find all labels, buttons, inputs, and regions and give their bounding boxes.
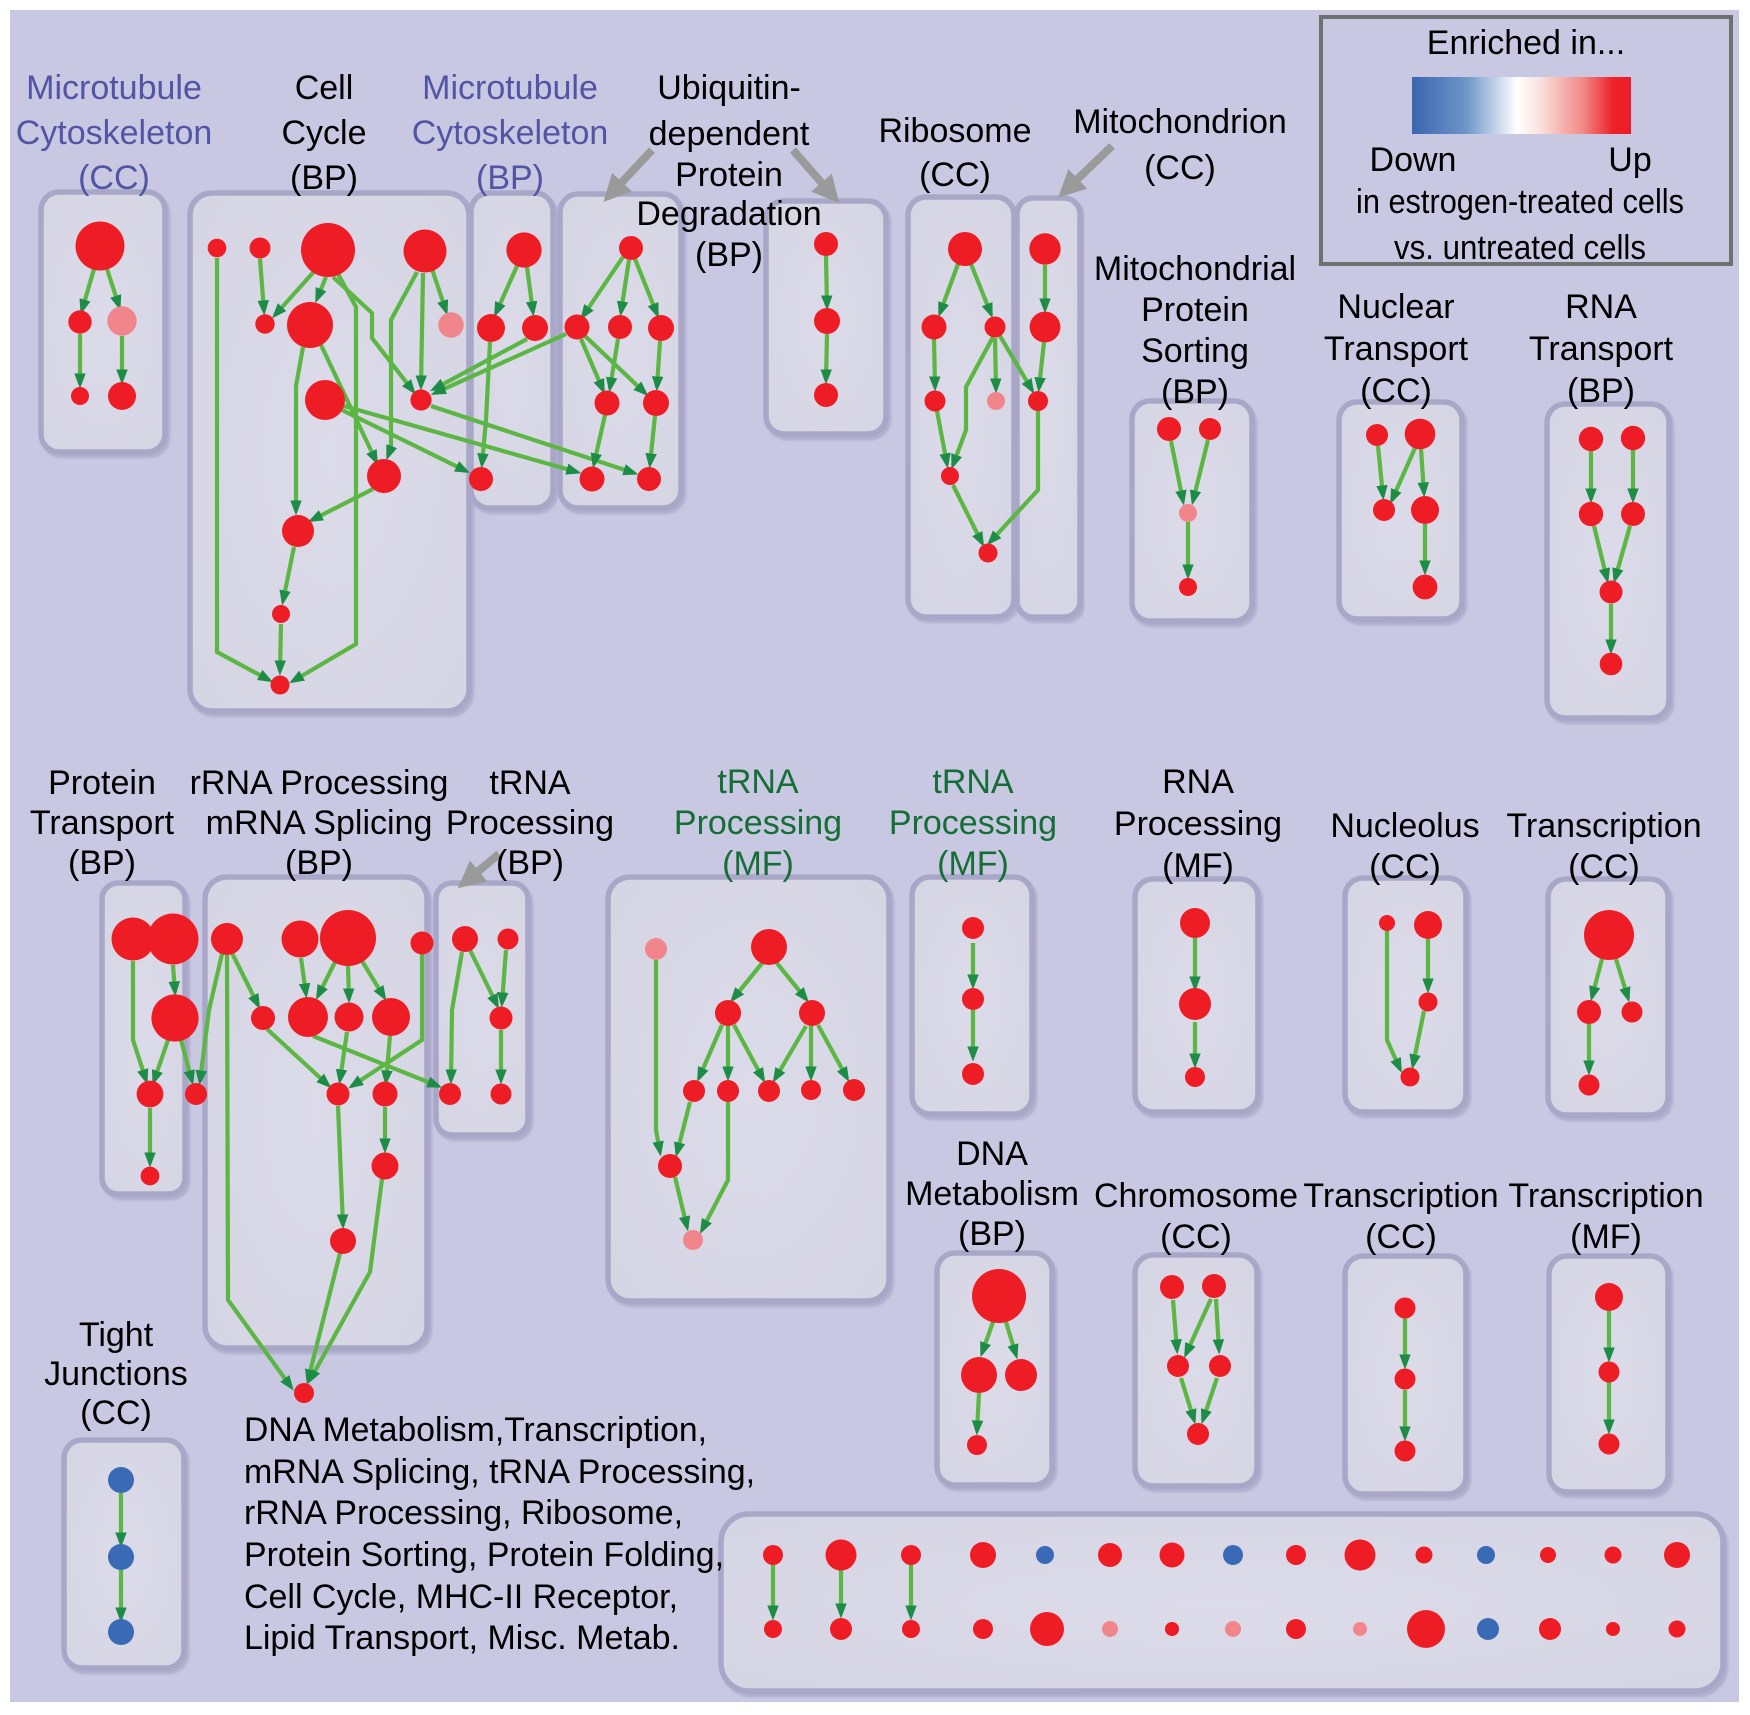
svg-text:RNA: RNA <box>1162 763 1234 801</box>
svg-text:Transcription: Transcription <box>1508 1177 1703 1215</box>
svg-text:vs. untreated cells: vs. untreated cells <box>1394 229 1646 267</box>
svg-text:Microtubule: Microtubule <box>26 69 202 107</box>
svg-text:Protein: Protein <box>48 764 156 802</box>
svg-text:Cell: Cell <box>295 69 354 107</box>
svg-text:Transport: Transport <box>30 804 175 842</box>
svg-text:Nuclear: Nuclear <box>1337 288 1454 326</box>
svg-text:Protein Sorting, Protein Foldi: Protein Sorting, Protein Folding, <box>244 1536 724 1574</box>
svg-text:dependent: dependent <box>649 115 810 153</box>
svg-text:in estrogen-treated cells: in estrogen-treated cells <box>1356 183 1684 221</box>
svg-text:(CC): (CC) <box>1360 372 1432 410</box>
svg-text:Ribosome: Ribosome <box>878 112 1031 150</box>
svg-text:Transcription: Transcription <box>1303 1177 1498 1215</box>
svg-text:Chromosome: Chromosome <box>1094 1177 1298 1215</box>
svg-text:Cytoskeleton: Cytoskeleton <box>16 114 213 152</box>
svg-text:Enriched in...: Enriched in... <box>1427 24 1625 62</box>
svg-text:DNA: DNA <box>956 1135 1028 1173</box>
svg-text:rRNA Processing, Ribosome,: rRNA Processing, Ribosome, <box>244 1494 683 1532</box>
svg-text:tRNA: tRNA <box>932 763 1014 801</box>
svg-text:Tight: Tight <box>79 1316 154 1354</box>
svg-text:(BP): (BP) <box>695 236 763 274</box>
svg-text:(CC): (CC) <box>1160 1218 1232 1256</box>
svg-text:Degradation: Degradation <box>636 195 821 233</box>
svg-text:Sorting: Sorting <box>1141 332 1249 370</box>
svg-text:(BP): (BP) <box>285 844 353 882</box>
svg-text:(MF): (MF) <box>1570 1218 1642 1256</box>
svg-text:Processing: Processing <box>889 804 1057 842</box>
svg-text:(BP): (BP) <box>1567 372 1635 410</box>
svg-text:(MF): (MF) <box>722 845 794 883</box>
svg-text:Microtubule: Microtubule <box>422 69 598 107</box>
svg-text:Mitochondrion: Mitochondrion <box>1073 103 1287 141</box>
svg-text:Cycle: Cycle <box>281 114 366 152</box>
svg-text:(BP): (BP) <box>476 159 544 197</box>
svg-text:tRNA: tRNA <box>489 764 571 802</box>
svg-text:mRNA Splicing: mRNA Splicing <box>206 804 433 842</box>
svg-text:(CC): (CC) <box>1369 848 1441 886</box>
svg-text:Cell Cycle, MHC-II Receptor,: Cell Cycle, MHC-II Receptor, <box>244 1578 678 1616</box>
svg-text:(BP): (BP) <box>496 844 564 882</box>
svg-text:Protein: Protein <box>1141 291 1249 329</box>
svg-text:Processing: Processing <box>446 804 614 842</box>
svg-text:Down: Down <box>1370 141 1457 179</box>
svg-text:Lipid Transport, Misc. Metab.: Lipid Transport, Misc. Metab. <box>244 1619 680 1657</box>
svg-text:Cytoskeleton: Cytoskeleton <box>412 114 609 152</box>
svg-text:(CC): (CC) <box>1144 149 1216 187</box>
svg-text:(CC): (CC) <box>1568 848 1640 886</box>
svg-text:(BP): (BP) <box>290 159 358 197</box>
svg-text:Junctions: Junctions <box>44 1355 188 1393</box>
svg-text:Metabolism: Metabolism <box>905 1175 1079 1213</box>
svg-text:Transcription: Transcription <box>1506 807 1701 845</box>
svg-text:rRNA Processing: rRNA Processing <box>190 764 449 802</box>
svg-text:(BP): (BP) <box>1161 373 1229 411</box>
svg-text:Processing: Processing <box>1114 805 1282 843</box>
svg-text:Transport: Transport <box>1529 330 1674 368</box>
svg-text:(MF): (MF) <box>937 845 1009 883</box>
svg-text:(CC): (CC) <box>1365 1218 1437 1256</box>
svg-text:(CC): (CC) <box>919 156 991 194</box>
svg-text:mRNA Splicing, tRNA Processing: mRNA Splicing, tRNA Processing, <box>244 1453 755 1491</box>
svg-text:(BP): (BP) <box>68 844 136 882</box>
svg-text:tRNA: tRNA <box>717 763 799 801</box>
svg-text:RNA: RNA <box>1565 288 1637 326</box>
svg-text:Ubiquitin-: Ubiquitin- <box>657 69 801 107</box>
svg-text:Nucleolus: Nucleolus <box>1330 807 1479 845</box>
svg-text:DNA Metabolism,Transcription,: DNA Metabolism,Transcription, <box>244 1411 707 1449</box>
svg-text:(CC): (CC) <box>78 159 150 197</box>
svg-text:Protein: Protein <box>675 156 783 194</box>
svg-text:(BP): (BP) <box>958 1215 1026 1253</box>
svg-text:(CC): (CC) <box>80 1394 152 1432</box>
svg-text:Processing: Processing <box>674 804 842 842</box>
svg-text:(MF): (MF) <box>1162 847 1234 885</box>
svg-text:Transport: Transport <box>1324 330 1469 368</box>
svg-text:Up: Up <box>1608 141 1651 179</box>
svg-text:Mitochondrial: Mitochondrial <box>1094 250 1296 288</box>
